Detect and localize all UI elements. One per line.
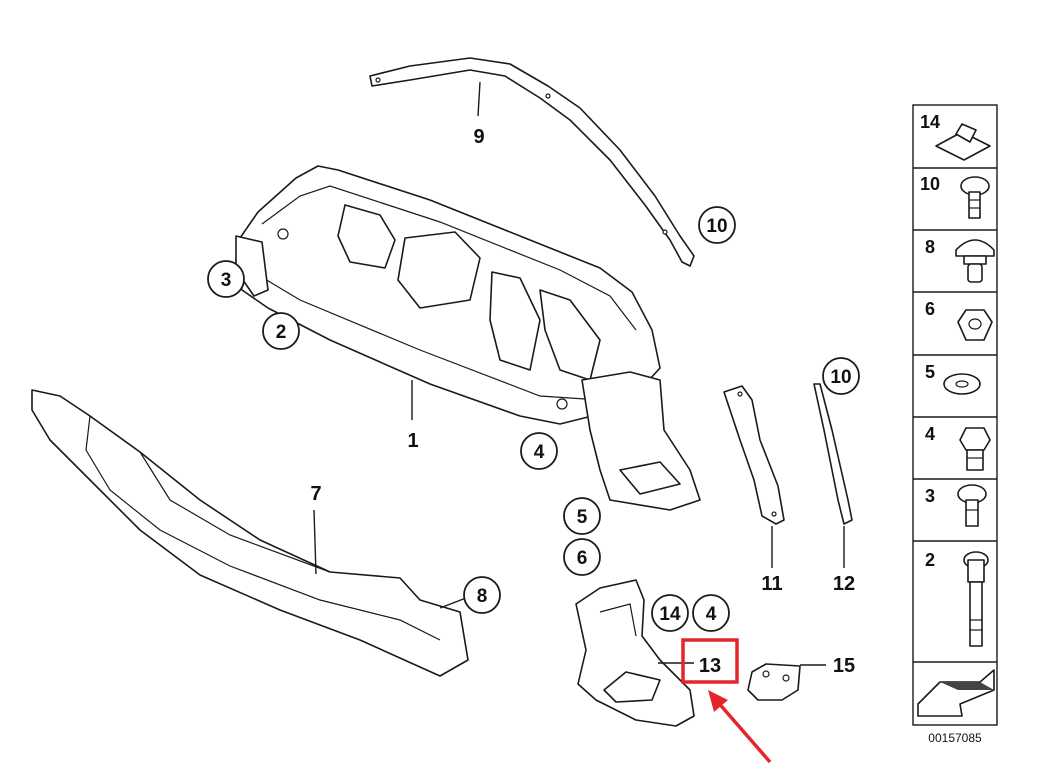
legend-label-2: 2: [925, 550, 935, 570]
leader-lines: [313, 81, 845, 666]
label-15[interactable]: 15: [833, 655, 855, 677]
part-15-plate[interactable]: [747, 663, 801, 701]
label-11[interactable]: 11: [761, 573, 782, 595]
svg-text:2: 2: [276, 322, 287, 343]
long-bolt-icon: [963, 551, 989, 647]
legend-label-10: 10: [920, 174, 940, 194]
svg-text:4: 4: [706, 604, 717, 625]
svg-text:14: 14: [659, 604, 681, 625]
svg-text:10: 10: [706, 216, 727, 237]
expansion-rivet-icon: [955, 239, 995, 283]
hex-nut-icon: [957, 309, 993, 341]
part-7-absorber[interactable]: [31, 389, 469, 677]
callout-4-upper[interactable]: 4: [520, 432, 558, 470]
svg-text:4: 4: [534, 442, 545, 463]
label-13-highlighted[interactable]: 13: [681, 638, 739, 684]
legend-label-14: 14: [920, 112, 940, 132]
label-7[interactable]: 7: [310, 483, 321, 505]
callout-3[interactable]: 3: [207, 260, 245, 298]
highlight-arrow: [708, 690, 772, 764]
label-12[interactable]: 12: [833, 573, 855, 595]
legend-label-3: 3: [925, 486, 935, 506]
callout-10-top[interactable]: 10: [698, 206, 736, 244]
svg-text:6: 6: [577, 548, 588, 569]
highlight-box: [681, 638, 739, 684]
callout-10-right[interactable]: 10: [822, 357, 860, 395]
screw-icon: [960, 176, 990, 219]
orientation-arrow-icon: [917, 669, 995, 717]
part-1-front-carrier[interactable]: [235, 165, 701, 511]
svg-text:3: 3: [221, 270, 232, 291]
svg-text:10: 10: [830, 367, 851, 388]
hex-bolt-icon: [959, 427, 991, 471]
part-13-bracket[interactable]: [575, 579, 695, 727]
legend-label-6: 6: [925, 299, 935, 319]
svg-text:8: 8: [477, 586, 488, 607]
svg-text:5: 5: [577, 507, 588, 528]
legend-label-4: 4: [925, 424, 935, 444]
clip-nut-icon: [935, 123, 991, 161]
svg-text:13: 13: [699, 655, 721, 677]
torx-screw-icon: [957, 484, 987, 527]
callout-5[interactable]: 5: [563, 497, 601, 535]
diagram-id: 00157085: [928, 731, 982, 745]
part-12-rod[interactable]: [813, 383, 853, 525]
label-1[interactable]: 1: [407, 430, 418, 452]
hardware-legend: 14 10 8 6 5 4 3 2: [912, 104, 998, 726]
washer-icon: [943, 373, 981, 395]
callout-14[interactable]: 14: [651, 594, 689, 632]
callout-6[interactable]: 6: [563, 538, 601, 576]
part-11-bracket[interactable]: [723, 385, 785, 525]
part-9-brace[interactable]: [369, 57, 695, 267]
legend-label-5: 5: [925, 362, 935, 382]
callout-8[interactable]: 8: [463, 576, 501, 614]
label-9[interactable]: 9: [473, 126, 484, 148]
callout-2[interactable]: 2: [262, 312, 300, 350]
legend-label-8: 8: [925, 237, 935, 257]
callout-4-lower[interactable]: 4: [692, 594, 730, 632]
